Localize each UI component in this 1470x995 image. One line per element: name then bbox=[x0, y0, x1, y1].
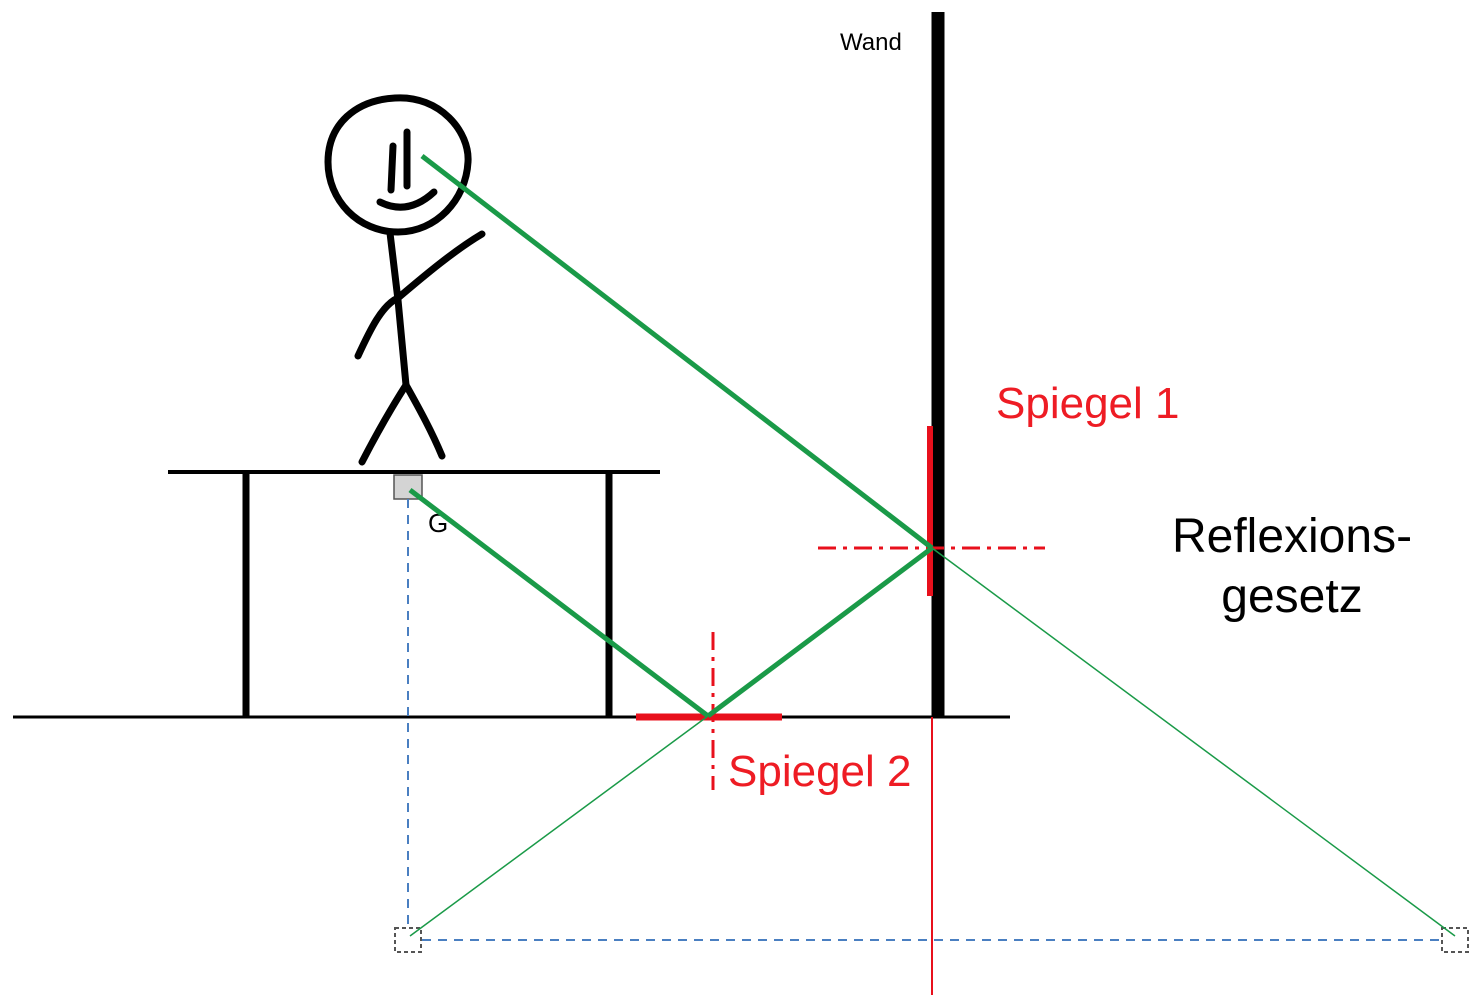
wall-label: Wand bbox=[840, 29, 902, 56]
mouth bbox=[376, 188, 438, 211]
virtual-ray-mirror1 bbox=[931, 547, 1456, 937]
arm-left bbox=[354, 294, 402, 360]
table bbox=[168, 470, 660, 717]
eye-left bbox=[387, 142, 397, 194]
arm-right bbox=[394, 230, 486, 302]
title-line-2: gesetz bbox=[1221, 570, 1362, 623]
body bbox=[386, 229, 410, 389]
ray-eye-to-mirror1 bbox=[420, 154, 934, 550]
mirror-1-label: Spiegel 1 bbox=[996, 379, 1179, 428]
head bbox=[324, 94, 472, 236]
leg-left bbox=[358, 381, 410, 466]
ray-mirror1-to-mirror2 bbox=[706, 546, 934, 718]
virtual-image-2-marker bbox=[1441, 927, 1469, 953]
ray-mirror2-to-object bbox=[408, 488, 710, 718]
virtual-image-1-marker bbox=[394, 927, 422, 953]
virtual-ray-mirror2 bbox=[409, 715, 709, 937]
leg-right bbox=[402, 381, 446, 460]
title-line-1: Reflexions- bbox=[1172, 510, 1412, 563]
mirror-2-label: Spiegel 2 bbox=[728, 747, 911, 796]
stick-figure bbox=[324, 94, 486, 466]
